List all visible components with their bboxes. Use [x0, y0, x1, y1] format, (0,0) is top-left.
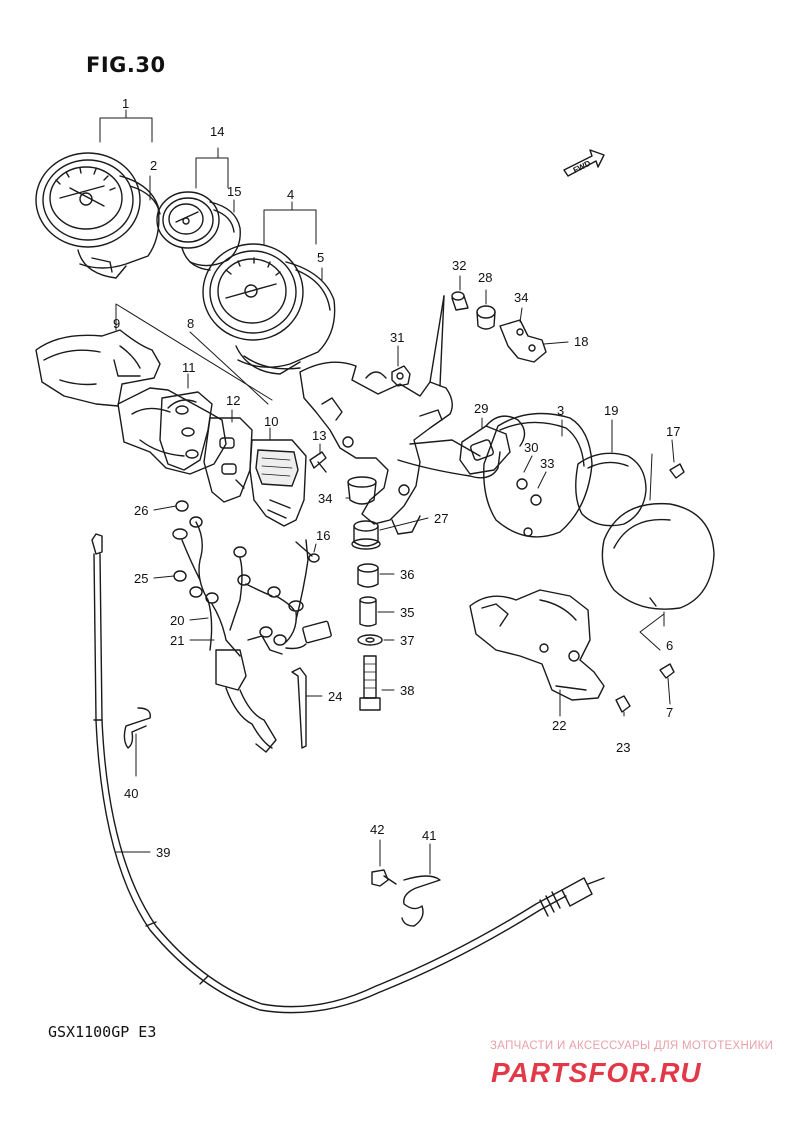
fuel-gauge-assembly	[156, 191, 241, 271]
washer-27	[351, 520, 381, 550]
callout-25: 25	[134, 571, 148, 586]
callout-24: 24	[328, 689, 342, 704]
collar-35	[359, 596, 377, 627]
cushion-28	[476, 305, 496, 330]
speedometer-assembly	[35, 152, 161, 279]
speedometer-cable-39	[91, 533, 605, 1014]
callout-29: 29	[474, 401, 488, 416]
meter-case-3	[483, 412, 593, 538]
callout-13: 13	[312, 428, 326, 443]
callout-6: 6	[666, 638, 673, 653]
meter-bracket	[299, 295, 501, 535]
lower-panel-22	[469, 589, 605, 701]
screw-17	[669, 463, 685, 479]
callout-41: 41	[422, 828, 436, 843]
callout-15: 15	[227, 184, 241, 199]
clip-41	[401, 875, 441, 927]
tachometer-assembly	[202, 243, 336, 375]
meter-case-lower	[35, 329, 161, 407]
meter-cover-6	[601, 502, 715, 610]
callout-3: 3	[557, 403, 564, 418]
lamp-socket-29	[459, 415, 526, 475]
callout-16: 16	[316, 528, 330, 543]
bolt-38	[359, 655, 381, 711]
screw-7	[659, 663, 675, 679]
model-code: GSX1100GP E3	[48, 1023, 157, 1041]
spacer-36	[357, 563, 379, 588]
meter-bracket-plate	[159, 391, 213, 471]
callout-14: 14	[210, 124, 224, 139]
callout-22: 22	[552, 718, 566, 733]
callout-42: 42	[370, 822, 384, 837]
callout-8: 8	[187, 316, 194, 331]
meter-cushion	[203, 417, 253, 503]
callout-9: 9	[113, 316, 120, 331]
callout-18: 18	[574, 334, 588, 349]
callout-30: 30	[524, 440, 538, 455]
watermark-caption: ЗАПЧАСТИ И АКСЕССУАРЫ ДЛЯ МОТОТЕХНИКИ	[490, 1040, 774, 1052]
callout-35: 35	[400, 605, 414, 620]
callout-36: 36	[400, 567, 414, 582]
bracket-18	[499, 319, 547, 363]
callout-11: 11	[182, 360, 196, 375]
callout-21: 21	[170, 633, 184, 648]
callout-34-upper: 34	[514, 290, 528, 305]
cushion-34	[347, 476, 377, 505]
meter-case-upper	[117, 387, 227, 475]
callout-labels: 1 2 3 4 5 6 7 8 9 10 11 12 13 14 15 16 1…	[113, 96, 680, 860]
forward-direction-arrow: FWD	[563, 149, 605, 177]
collar-32	[451, 291, 469, 311]
callout-7: 7	[666, 705, 673, 720]
callout-34-lower: 34	[318, 491, 332, 506]
callout-12: 12	[226, 393, 240, 408]
callout-5: 5	[317, 250, 324, 265]
wiring-harness	[172, 500, 332, 753]
screw-16	[295, 541, 320, 563]
bolt-42	[371, 869, 397, 887]
screw-13	[309, 451, 327, 473]
figure-title: FIG.30	[86, 53, 166, 77]
callout-4: 4	[287, 187, 294, 202]
nut-31	[391, 365, 411, 387]
callout-27: 27	[434, 511, 448, 526]
callout-23: 23	[616, 740, 630, 755]
watermark-logo-text: PARTSFOR.RU	[491, 1057, 702, 1088]
ring-19	[575, 452, 647, 527]
cable-clip-40	[123, 707, 151, 749]
callout-26: 26	[134, 503, 148, 518]
watermark-logo: PARTSFOR.RU	[491, 1057, 702, 1088]
callout-17: 17	[666, 424, 680, 439]
callout-40: 40	[124, 786, 138, 801]
callout-19: 19	[604, 403, 618, 418]
callout-28: 28	[478, 270, 492, 285]
callout-38: 38	[400, 683, 414, 698]
screw-23	[615, 695, 631, 713]
callout-31: 31	[390, 330, 404, 345]
indicator-lamp-housing	[249, 439, 307, 527]
callout-1: 1	[122, 96, 129, 111]
callout-20: 20	[170, 613, 184, 628]
leader-lines	[99, 109, 675, 875]
callout-32: 32	[452, 258, 466, 273]
callout-39: 39	[156, 845, 170, 860]
clamp-band-24	[291, 667, 307, 749]
callout-37: 37	[400, 633, 414, 648]
washer-37	[357, 634, 383, 646]
callout-2: 2	[150, 158, 157, 173]
callout-33: 33	[540, 456, 554, 471]
callout-10: 10	[264, 414, 278, 429]
